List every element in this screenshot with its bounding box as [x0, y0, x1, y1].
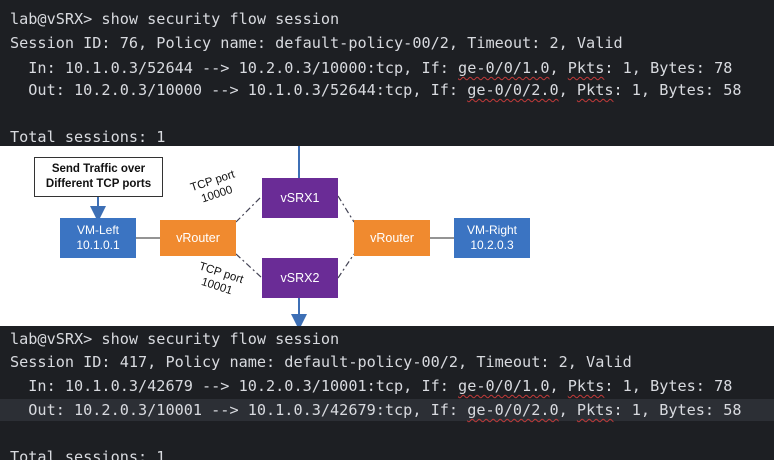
in-flow-line: In: 10.1.0.3/42679 --> 10.2.0.3/10001:tc…: [10, 377, 733, 395]
interface-name: ge-0/0/2.0: [467, 81, 559, 99]
vrouter-left-node: vRouter: [160, 220, 236, 256]
topology-diagram: Send Traffic over Different TCP ports VM…: [0, 146, 774, 326]
vm-left-node: VM-Left 10.1.0.1: [60, 218, 136, 258]
interface-name: ge-0/0/1.0: [458, 59, 550, 77]
pkts-label: Pkts: [567, 59, 605, 77]
total-sessions-line: Total sessions: 1: [10, 448, 166, 460]
session-line: Session ID: 76, Policy name: default-pol…: [10, 34, 623, 52]
link-vsrx2-vrouter-right: [337, 253, 355, 279]
vm-right-node: VM-Right 10.2.0.3: [454, 218, 530, 258]
link-vrouter-vsrx2: [235, 253, 263, 279]
terminal-bottom[interactable]: lab@vSRX> show security flow session Ses…: [0, 326, 774, 460]
link-vrouter-vsrx1: [235, 195, 263, 223]
session-line: Session ID: 417, Policy name: default-po…: [10, 353, 632, 371]
in-flow-line: In: 10.1.0.3/52644 --> 10.2.0.3/10000:tc…: [10, 59, 733, 77]
connection-lines: [90, 146, 454, 326]
out-flow-line: Out: 10.2.0.3/10000 --> 10.1.0.3/52644:t…: [10, 81, 742, 99]
pkts-label: Pkts: [576, 401, 614, 419]
vsrx2-node: vSRX2: [262, 258, 338, 298]
interface-name: ge-0/0/2.0: [467, 401, 559, 419]
total-sessions-line: Total sessions: 1: [10, 128, 166, 146]
pkts-label: Pkts: [567, 377, 605, 395]
send-traffic-note: Send Traffic over Different TCP ports: [34, 157, 163, 197]
terminal-top[interactable]: lab@vSRX> show security flow session Ses…: [0, 0, 774, 146]
link-vsrx1-vrouter-right: [337, 195, 355, 223]
pkts-label: Pkts: [576, 81, 614, 99]
vrouter-right-node: vRouter: [354, 220, 430, 256]
interface-name: ge-0/0/1.0: [458, 377, 550, 395]
terminal-prompt: lab@vSRX> show security flow session: [10, 330, 340, 348]
terminal-prompt: lab@vSRX> show security flow session: [10, 10, 340, 28]
vsrx1-node: vSRX1: [262, 178, 338, 218]
out-flow-line: Out: 10.2.0.3/10001 --> 10.1.0.3/42679:t…: [0, 399, 774, 421]
